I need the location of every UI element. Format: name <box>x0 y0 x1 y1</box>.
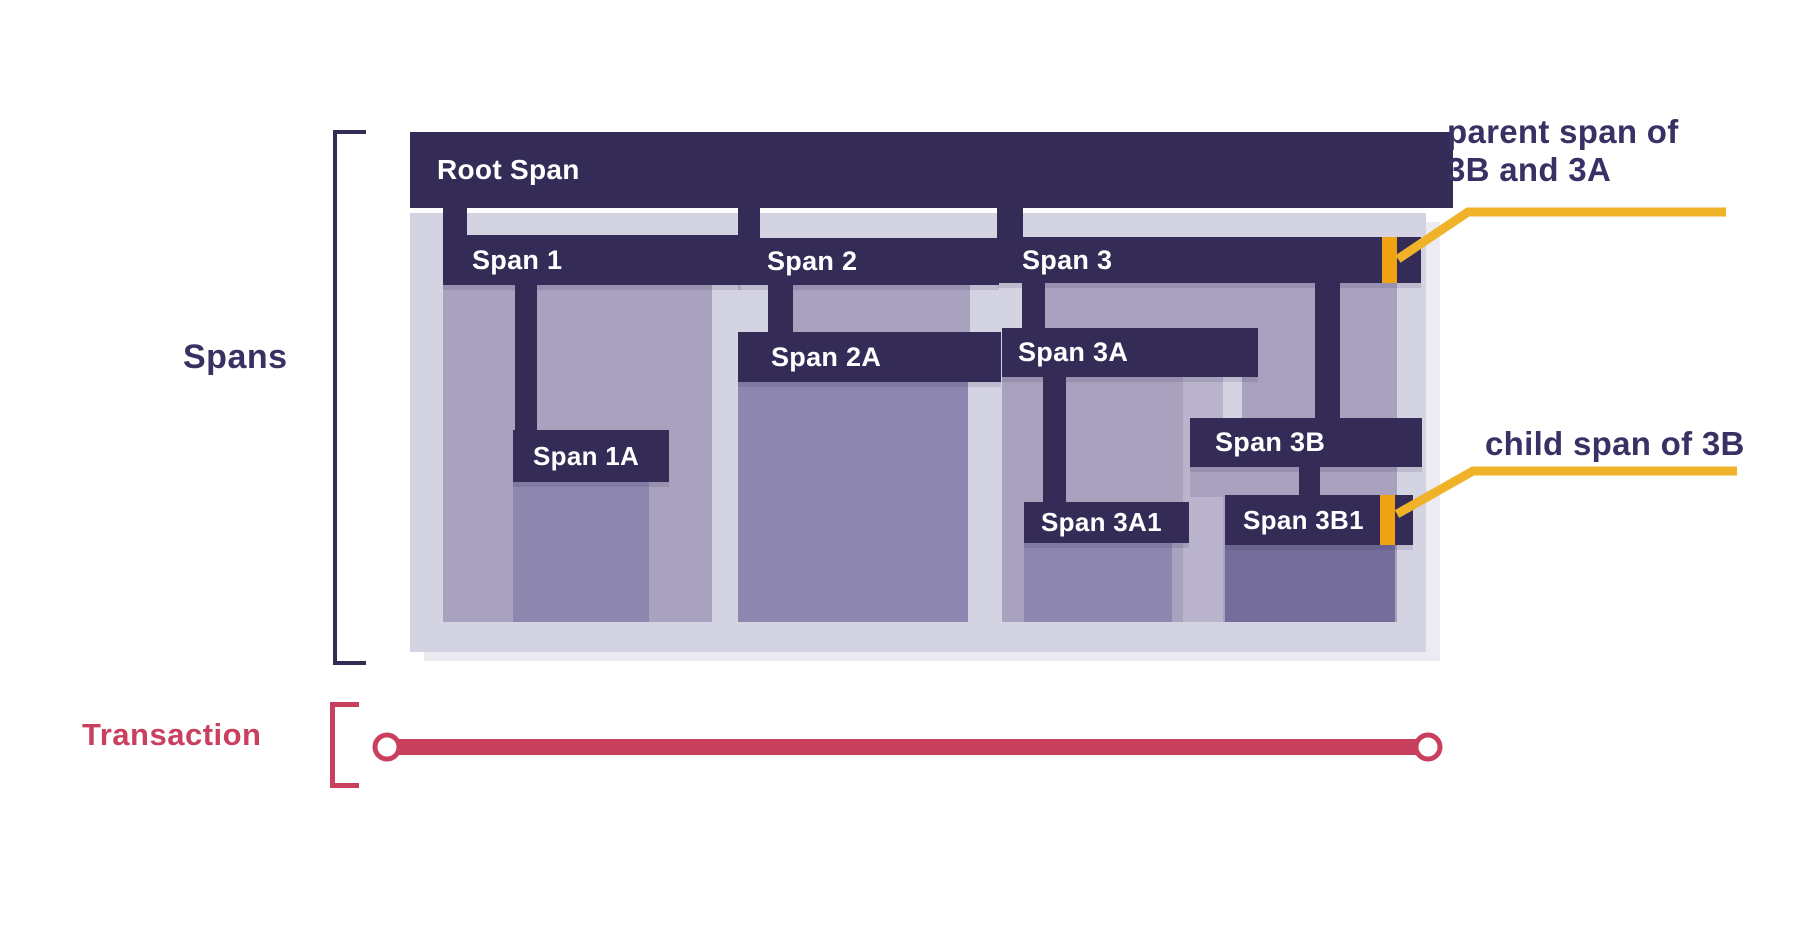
connector-span3b-to-span3b1 <box>1299 467 1320 496</box>
span3b1-duration-body <box>1225 545 1395 622</box>
connector-span3-to-span3b <box>1315 283 1340 419</box>
span3a1-bar: Span 3A1 <box>1024 502 1189 543</box>
connector-span1-to-span1a <box>515 285 537 431</box>
annotation-child-text: child span of 3B <box>1485 425 1745 462</box>
annotation-parent-line2: 3B and 3A <box>1447 151 1612 188</box>
connector-span3-to-span3a <box>1022 283 1045 329</box>
root-span-bar: Root Span <box>410 132 1453 208</box>
span3-duration-body <box>1045 283 1315 328</box>
span3b1-label: Span 3B1 <box>1243 504 1364 535</box>
spans-section-label: Spans <box>183 338 288 376</box>
span3-label: Span 3 <box>1022 244 1113 275</box>
span3-duration-body <box>1340 283 1397 418</box>
span1-label: Span 1 <box>472 244 563 275</box>
transaction-section-label: Transaction <box>82 717 262 752</box>
span2a-duration-body <box>738 382 968 622</box>
span2-bar: Span 2 <box>738 238 999 285</box>
annotation-parent-span: parent span of 3B and 3A <box>1447 113 1679 189</box>
span1a-bar: Span 1A <box>513 430 669 482</box>
span3-bar: Span 3 <box>998 237 1421 283</box>
connector-root-to-span2 <box>738 208 760 239</box>
annotation-child-span: child span of 3B <box>1485 425 1745 463</box>
span3a-bar: Span 3A <box>1002 328 1258 377</box>
spans-bracket <box>333 130 366 665</box>
span3b-duration-body <box>1190 467 1397 497</box>
root-span-label: Root Span <box>437 154 580 185</box>
connector-root-to-span1 <box>443 208 467 236</box>
connector-span3a-to-span3a1 <box>1043 377 1066 503</box>
transaction-bracket <box>330 702 359 788</box>
span1-bar: Span 1 <box>443 235 741 285</box>
span3-track-strip <box>1183 377 1223 622</box>
span3b-bar: Span 3B <box>1190 418 1422 467</box>
transaction-start-circle <box>372 732 402 762</box>
span3b-label: Span 3B <box>1215 427 1326 457</box>
span2-duration-body <box>793 285 970 332</box>
span2a-bar: Span 2A <box>738 332 1001 382</box>
transaction-end-circle <box>1413 732 1443 762</box>
span3-parent-highlight-marker <box>1382 237 1397 283</box>
span2-label: Span 2 <box>767 246 858 276</box>
child-span-leader-line <box>1394 466 1737 518</box>
span1a-duration-body <box>513 482 649 622</box>
span3a1-duration-body <box>1024 543 1172 622</box>
span2a-label: Span 2A <box>771 341 882 372</box>
connector-span2-to-span2a <box>768 285 793 333</box>
span1a-label: Span 1A <box>533 440 640 471</box>
parent-span-leader-line <box>1395 207 1726 263</box>
annotation-parent-line1: parent span of <box>1447 113 1679 150</box>
span3a1-label: Span 3A1 <box>1041 507 1162 537</box>
span3a-label: Span 3A <box>1018 337 1129 367</box>
span3b1-child-highlight-marker <box>1380 495 1395 545</box>
connector-root-to-span3 <box>997 208 1023 238</box>
